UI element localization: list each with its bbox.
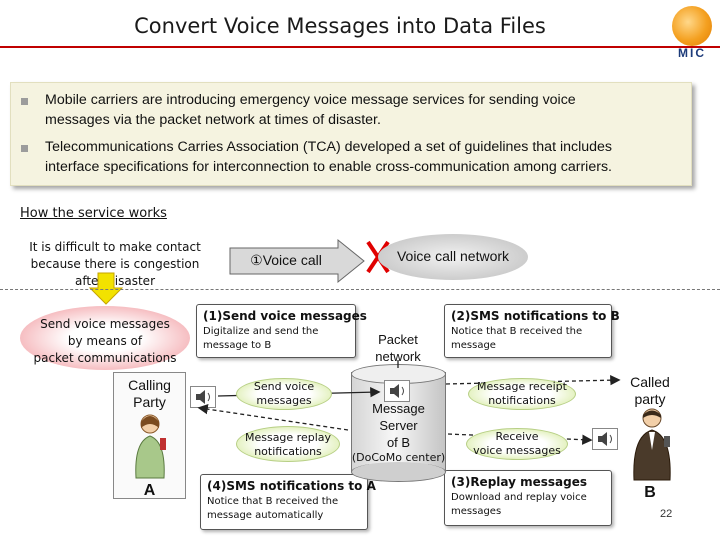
server-line: of B xyxy=(386,435,411,450)
title-divider xyxy=(0,46,720,48)
send-means-note: Send voice messages by means of packet c… xyxy=(20,316,190,367)
receipt-notification-text: Message receipt notifications xyxy=(468,380,576,408)
receive-voice-text: Receive voice messages xyxy=(466,430,568,458)
calling-party-id: A xyxy=(143,482,156,499)
calling-party-label: Calling Party xyxy=(113,377,186,411)
server-line: Server xyxy=(379,418,418,433)
step1-callout: (1)Send voice messages Digitalize and se… xyxy=(196,304,367,358)
bullet-text-line: Telecommunications Carries Association (… xyxy=(45,139,612,155)
bullet-text-line: messages via the packet network at times… xyxy=(45,112,381,128)
send-means-line: by means of xyxy=(67,334,143,348)
congestion-line: It is difficult to make contact xyxy=(29,240,201,254)
pill-line: voice messages xyxy=(473,444,561,457)
step1-line: message to B xyxy=(203,340,272,351)
calling-party-line: Calling xyxy=(128,377,171,393)
bullet-square-icon xyxy=(21,145,28,152)
pill-line: messages xyxy=(256,394,312,407)
called-party-label: Called party xyxy=(614,374,686,408)
congestion-line: because there is congestion xyxy=(30,257,200,271)
server-carrier-label: (DoCoMo center) xyxy=(351,451,446,464)
packet-communications-ellipse xyxy=(20,306,190,370)
bullet-text-line: interface specifications for interconnec… xyxy=(45,159,612,175)
replay-notification-pill xyxy=(236,426,340,462)
speaker-icon xyxy=(384,380,410,402)
step4-line: message automatically xyxy=(207,510,324,521)
packet-network-label: Packet network xyxy=(356,331,440,365)
step4-callout: (4)SMS notifications to A Notice that B … xyxy=(200,474,376,530)
pill-line: Receive xyxy=(495,430,539,443)
step2-title: (2)SMS notifications to B xyxy=(451,309,620,323)
section-heading: How the service works xyxy=(20,206,167,221)
message-server-label: Message Server of B xyxy=(340,400,457,451)
receipt-notification-pill xyxy=(468,378,576,410)
message-server-base xyxy=(351,462,446,482)
step1-line: Digitalize and send the xyxy=(203,326,319,337)
woman-with-phone-icon xyxy=(135,414,166,479)
voice-network-label: Voice call network xyxy=(396,248,510,264)
bullet-square-icon xyxy=(21,98,28,105)
pill-line: Message receipt xyxy=(477,380,567,393)
called-party-line: party xyxy=(634,391,666,407)
step2-line: message xyxy=(451,340,496,351)
mic-logo-text: MIC xyxy=(678,46,706,60)
step3-line: Download and replay voice xyxy=(451,492,587,503)
page-number: 22 xyxy=(660,508,673,520)
pill-line: Message replay xyxy=(244,431,332,444)
congestion-note: It is difficult to make contact because … xyxy=(20,239,210,290)
congestion-line: after disaster xyxy=(74,274,156,288)
step4-line: Notice that B received the xyxy=(207,496,339,507)
voice-call-label: ①Voice call xyxy=(250,252,322,268)
pill-line: Send voice xyxy=(253,380,315,393)
send-voice-pill xyxy=(236,378,332,410)
step1-title: (1)Send voice messages xyxy=(203,309,367,323)
packet-network-line: Packet xyxy=(378,332,418,347)
step3-line: messages xyxy=(451,506,502,517)
send-voice-text: Send voice messages xyxy=(236,380,332,408)
pill-line: notifications xyxy=(254,445,322,458)
step3-title: (3)Replay messages xyxy=(451,475,588,489)
server-line: Message xyxy=(372,401,425,416)
calling-party-line: Party xyxy=(133,394,166,410)
intro-bullets-box: Mobile carriers are introducing emergenc… xyxy=(10,82,692,186)
step2-callout: (2)SMS notifications to B Notice that B … xyxy=(444,304,620,358)
pill-line: notifications xyxy=(488,394,556,407)
called-party-line: Called xyxy=(630,374,670,390)
send-means-line: Send voice messages xyxy=(40,317,170,331)
receive-voice-pill xyxy=(466,428,568,460)
called-party-id: B xyxy=(644,484,656,501)
step3-callout: (3)Replay messages Download and replay v… xyxy=(444,470,612,526)
mic-logo-icon xyxy=(672,6,712,46)
step4-title: (4)SMS notifications to A xyxy=(207,479,376,493)
page-title: Convert Voice Messages into Data Files xyxy=(134,14,546,38)
replay-notification-text: Message replay notifications xyxy=(236,431,340,459)
down-arrow-icon xyxy=(88,272,124,305)
send-means-line: packet communications xyxy=(33,351,177,365)
section-divider xyxy=(0,289,720,290)
replay-notification-arrow xyxy=(197,404,349,431)
speaker-icon xyxy=(190,386,216,408)
bullet-text-line: Mobile carriers are introducing emergenc… xyxy=(45,92,576,108)
step2-line: Notice that B received the xyxy=(451,326,583,337)
voice-network-cloud-icon xyxy=(378,234,528,280)
voice-call-arrow-icon xyxy=(229,238,365,284)
packet-network-line: network xyxy=(375,349,421,364)
man-with-phone-icon xyxy=(633,408,671,481)
